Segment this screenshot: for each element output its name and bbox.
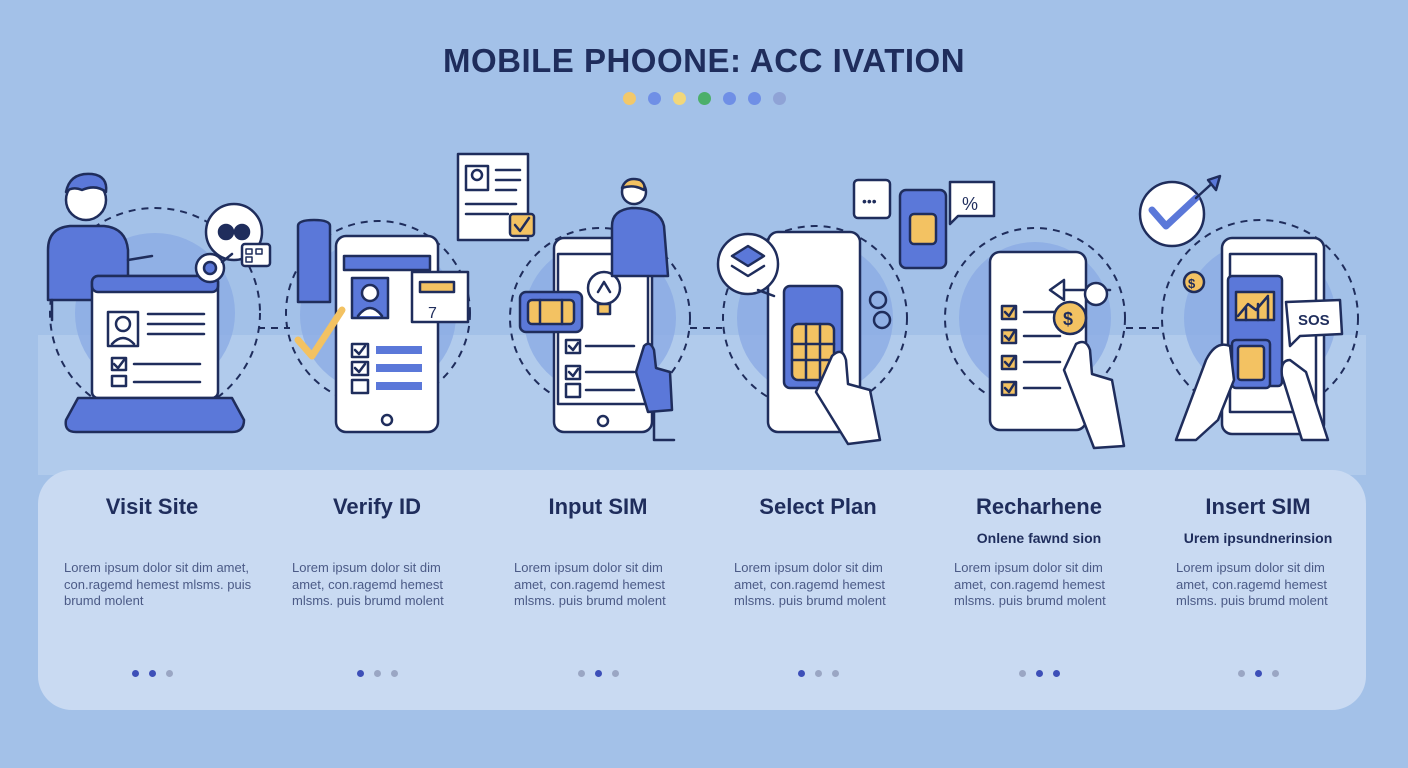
- pager-dot[interactable]: [577, 670, 585, 677]
- step-card-verify-id[interactable]: Verify ID Lorem ipsum dolor sit dim amet…: [266, 470, 488, 710]
- laptop-icon: [64, 274, 246, 434]
- step3-illustration: [518, 177, 676, 442]
- step-pager[interactable]: [928, 670, 1150, 677]
- title-dots: [0, 92, 1408, 105]
- sos-badge: SOS: [1298, 312, 1330, 329]
- pager-dot[interactable]: [1237, 670, 1245, 677]
- illustrations: 7: [46, 152, 1359, 450]
- step-card-select-plan[interactable]: Select Plan Lorem ipsum dolor sit dim am…: [708, 470, 928, 710]
- chat-dots-badge: •••: [862, 193, 877, 209]
- step4-illustration: [716, 178, 996, 446]
- step-label: Insert SIM: [1205, 494, 1311, 519]
- dollar-badge-2: $: [1188, 276, 1196, 291]
- step-pager[interactable]: [488, 670, 708, 677]
- step-card-recharge[interactable]: Recharhene Onlene fawnd sion Lorem ipsum…: [928, 470, 1150, 710]
- step-pager[interactable]: [708, 670, 928, 677]
- step1-illustration: [46, 172, 272, 434]
- step-description: Lorem ipsum dolor sit dim amet, con.rage…: [64, 560, 252, 608]
- hand-pointer-icon: [1062, 340, 1126, 450]
- pager-dot[interactable]: [1254, 670, 1262, 677]
- pager-dot[interactable]: [131, 670, 139, 677]
- pager-dot[interactable]: [1018, 670, 1026, 677]
- step-card-insert-sim[interactable]: Insert SIM Urem ipsundnerinsion Lorem ip…: [1150, 470, 1366, 710]
- pager-dot[interactable]: [373, 670, 381, 677]
- pager-dot[interactable]: [831, 670, 839, 677]
- title-dot-6: [772, 92, 786, 105]
- step-card-input-sim[interactable]: Input SIM Lorem ipsum dolor sit dim amet…: [488, 470, 708, 710]
- hand-pointer-icon: [634, 342, 676, 442]
- step-label: Recharhene: [976, 494, 1102, 519]
- percent-badge: %: [962, 194, 978, 214]
- dollar-coin-icon: [1052, 281, 1109, 336]
- pager-dot[interactable]: [390, 670, 398, 677]
- title-dot-1: [647, 92, 661, 105]
- step2-illustration: [294, 152, 536, 434]
- title-dot-2: [672, 92, 686, 105]
- user-icon: [610, 177, 670, 278]
- step5-illustration: [988, 250, 1126, 450]
- pager-dot[interactable]: [165, 670, 173, 677]
- step-description: Lorem ipsum dolor sit dim amet, con.rage…: [292, 560, 444, 608]
- checklist-icon: [1000, 304, 1062, 397]
- pager-dot[interactable]: [148, 670, 156, 677]
- chat-bubble-icon: [194, 202, 272, 284]
- pager-dot[interactable]: [611, 670, 619, 677]
- pager-dot[interactable]: [1035, 670, 1043, 677]
- step-label: Visit Site: [105, 494, 199, 519]
- steps-panel: [38, 470, 1366, 710]
- step-sublabel: Urem ipsundnerinsion: [1183, 530, 1333, 546]
- pager-dot[interactable]: [356, 670, 364, 677]
- pager-dot[interactable]: [1052, 670, 1060, 677]
- pager-dot[interactable]: [1271, 670, 1279, 677]
- checkmark-badge-icon: [1138, 174, 1222, 248]
- step-label: Verify ID: [332, 494, 422, 519]
- lightbulb-icon: [586, 270, 622, 316]
- step-pager[interactable]: [38, 670, 266, 677]
- step-description: Lorem ipsum dolor sit dim amet, con.rage…: [1176, 560, 1328, 608]
- step-description: Lorem ipsum dolor sit dim amet, con.rage…: [734, 560, 886, 608]
- step-description: Lorem ipsum dolor sit dim amet, con.rage…: [514, 560, 666, 608]
- title-dot-4: [722, 92, 736, 105]
- illustration-band: [38, 335, 1366, 475]
- page-title: MOBILE PHOONE: ACC IVATION: [442, 42, 966, 79]
- step-sublabel: Onlene fawnd sion: [976, 530, 1102, 546]
- step-pager[interactable]: [1150, 670, 1366, 677]
- checklist-icon: [350, 342, 422, 395]
- pager-dot[interactable]: [594, 670, 602, 677]
- step-description: Lorem ipsum dolor sit dim amet, con.rage…: [954, 560, 1106, 608]
- box-icon: [716, 232, 780, 298]
- step-card-visit-site[interactable]: Visit Site Lorem ipsum dolor sit dim ame…: [38, 470, 266, 710]
- step-pager[interactable]: [266, 670, 488, 677]
- step-label: Select Plan: [759, 494, 877, 519]
- title-dot-5: [747, 92, 761, 105]
- dollar-badge: $: [1063, 309, 1073, 329]
- sim-card-icon: [518, 290, 584, 334]
- pager-dot[interactable]: [814, 670, 822, 677]
- step6-illustration: [1138, 174, 1344, 442]
- id-card-icon: [456, 152, 536, 242]
- step-label: Input SIM: [548, 494, 648, 519]
- title-dot-3: [697, 92, 711, 105]
- sim-card-icon: [1230, 338, 1272, 390]
- id-digit-badge: 7: [428, 305, 437, 322]
- title-dot-0: [622, 92, 636, 105]
- hand-pointer-icon: [814, 350, 882, 446]
- bar-chart-icon: [1234, 290, 1276, 322]
- pager-dot[interactable]: [797, 670, 805, 677]
- sim-card-icon: [898, 188, 948, 270]
